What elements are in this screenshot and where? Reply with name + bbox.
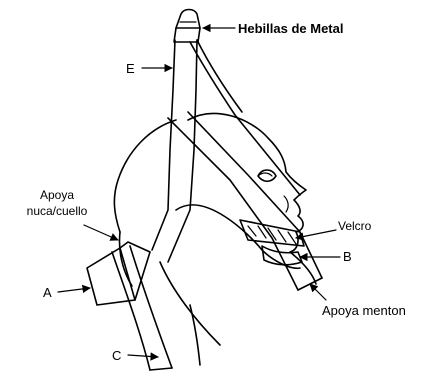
head-outline bbox=[176, 113, 316, 284]
label-velcro: Velcro bbox=[338, 219, 372, 233]
label-c: C bbox=[112, 348, 121, 363]
arrow-apoya-nuca bbox=[84, 225, 118, 240]
arrow-c bbox=[128, 355, 158, 357]
label-buckles: Hebillas de Metal bbox=[238, 21, 343, 36]
neck-pad-a bbox=[87, 242, 150, 305]
arrow-velcro bbox=[296, 230, 336, 238]
label-e: E bbox=[126, 61, 135, 76]
label-apoya: Apoya bbox=[40, 188, 74, 202]
arrow-a bbox=[58, 288, 90, 292]
label-b: B bbox=[343, 249, 352, 264]
label-a: A bbox=[43, 285, 52, 300]
metal-buckle bbox=[174, 10, 200, 43]
label-apoya-menton: Apoya menton bbox=[322, 303, 406, 318]
label-nuca-cuello: nuca/cuello bbox=[27, 204, 88, 218]
arrow-apoya-menton bbox=[310, 284, 326, 300]
